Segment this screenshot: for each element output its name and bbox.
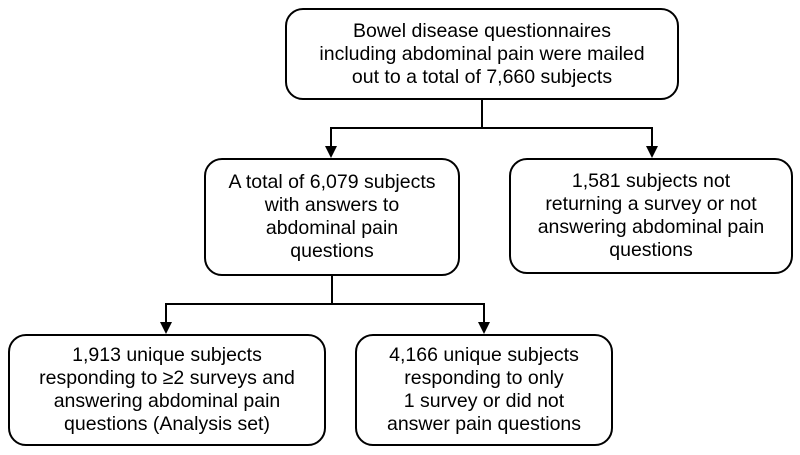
node-line: questions xyxy=(290,240,374,262)
node-single-survey: 4,166 unique subjects responding to only… xyxy=(355,334,613,446)
node-mailed-questionnaires: Bowel disease questionnaires including a… xyxy=(285,8,679,100)
node-line: A total of 6,079 subjects xyxy=(228,171,436,193)
node-analysis-set: 1,913 unique subjects responding to ≥2 s… xyxy=(8,334,326,446)
node-line: answer pain questions xyxy=(386,413,582,435)
node-line: out to a total of 7,660 subjects xyxy=(351,65,613,88)
node-line: 1,581 subjects not xyxy=(571,170,731,192)
node-line: returning a survey or not xyxy=(545,193,757,215)
node-line: answering abdominal pain xyxy=(53,390,281,412)
node-line: answering abdominal pain xyxy=(537,216,765,238)
node-line: including abdominal pain were mailed xyxy=(319,42,645,65)
node-line: 1 survey or did not xyxy=(403,390,565,412)
node-answered-subjects: A total of 6,079 subjects with answers t… xyxy=(204,158,460,276)
node-line: responding to only xyxy=(404,367,564,389)
node-line: with answers to xyxy=(264,194,400,216)
node-line: 1,913 unique subjects xyxy=(72,344,262,366)
node-nonresponders: 1,581 subjects not returning a survey or… xyxy=(509,158,793,274)
node-line: questions xyxy=(609,239,693,261)
node-line: abdominal pain xyxy=(265,217,399,239)
node-line: responding to ≥2 surveys and xyxy=(39,367,295,389)
node-line: Bowel disease questionnaires xyxy=(352,19,611,42)
node-line: questions (Analysis set) xyxy=(64,413,270,435)
node-line: 4,166 unique subjects xyxy=(389,344,579,366)
